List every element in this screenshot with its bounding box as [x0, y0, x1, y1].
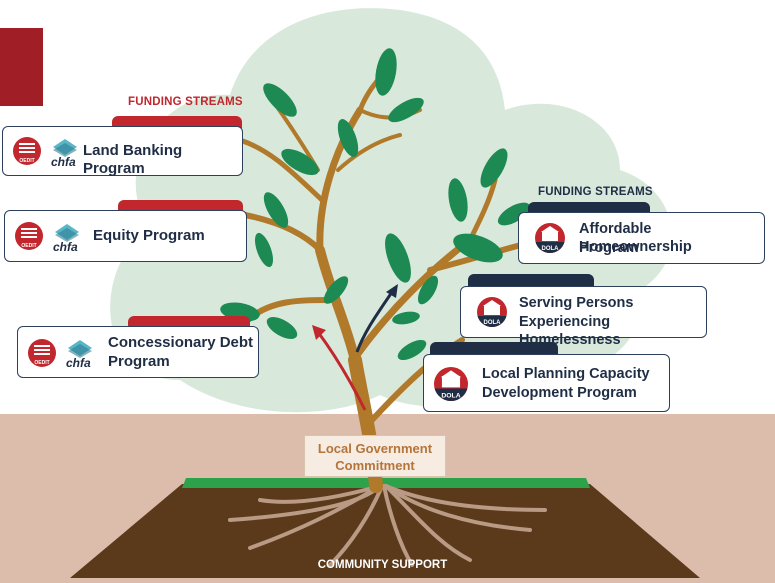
right-funding-streams-header: FUNDING STREAMS: [538, 186, 653, 198]
svg-text:OEDIT: OEDIT: [19, 158, 34, 164]
svg-text:DOLA: DOLA: [542, 246, 560, 252]
right-tab-3: [430, 342, 558, 354]
community-support-label: COMMUNITY SUPPORT: [317, 559, 448, 571]
svg-text:chfa: chfa: [53, 240, 78, 254]
program-label: Land Banking Program: [83, 142, 183, 177]
program-label-line1: Concessionary Debt: [108, 334, 254, 351]
svg-text:OEDIT: OEDIT: [34, 360, 49, 366]
corner-accent: [0, 28, 43, 106]
leaves: [220, 48, 531, 361]
local-commitment-line1: Local Government: [317, 441, 433, 456]
soil: [70, 484, 700, 578]
svg-text:DOLA: DOLA: [484, 320, 502, 326]
program-card-land-banking: OEDIT chfa Land Banking Program: [2, 126, 243, 177]
dola-logo-icon: DOLA: [535, 223, 565, 253]
grass-strip: [182, 478, 590, 488]
program-label-line1: Affordable Homeownership: [579, 221, 692, 255]
navy-arrow-head: [386, 284, 398, 298]
dola-logo-icon: DOLA: [477, 297, 507, 327]
left-tab-3: [128, 316, 250, 328]
program-card-affordable-homeownership: DOLA Affordable Homeownership Program: [518, 212, 765, 264]
program-label-line1: Local Planning Capacity: [482, 366, 650, 382]
dola-logo-icon: DOLA: [434, 367, 468, 401]
chfa-logo-icon: chfa: [49, 135, 81, 174]
right-tab-1: [528, 202, 650, 214]
program-label-line2: Program: [579, 240, 639, 256]
svg-text:DOLA: DOLA: [441, 393, 460, 400]
chfa-logo-icon: chfa: [51, 220, 83, 259]
program-card-concessionary-debt: OEDIT chfa Concessionary Debt Program: [17, 326, 259, 378]
program-label-line2: Program: [108, 353, 170, 370]
program-card-serving-homelessness: DOLA Serving Persons Experiencing Homele…: [460, 286, 707, 348]
navy-arrow: [355, 291, 394, 353]
red-arrow: [316, 331, 367, 411]
left-tab-2: [118, 200, 243, 212]
svg-text:chfa: chfa: [51, 155, 76, 169]
program-label-line1: Serving Persons: [519, 295, 634, 311]
red-arrow-head: [312, 325, 326, 340]
oedit-logo-icon: OEDIT: [15, 222, 43, 250]
program-card-equity: OEDIT chfa Equity Program: [4, 210, 247, 262]
svg-text:chfa: chfa: [66, 356, 91, 370]
oedit-logo-icon: OEDIT: [13, 137, 41, 165]
right-tab-2: [468, 274, 594, 286]
oedit-logo-icon: OEDIT: [28, 339, 56, 367]
local-government-commitment-label: Local Government Commitment: [304, 435, 446, 477]
local-commitment-line2: Commitment: [335, 458, 415, 473]
program-label-line2: Development Program: [482, 385, 637, 401]
program-card-local-planning: DOLA Local Planning Capacity Development…: [423, 354, 670, 412]
program-label: Equity Program: [93, 227, 205, 244]
left-tab-1: [112, 116, 242, 128]
left-funding-streams-header: FUNDING STREAMS: [128, 96, 243, 108]
roots: [228, 484, 547, 567]
chfa-logo-icon: chfa: [64, 336, 96, 375]
svg-text:OEDIT: OEDIT: [21, 243, 36, 249]
